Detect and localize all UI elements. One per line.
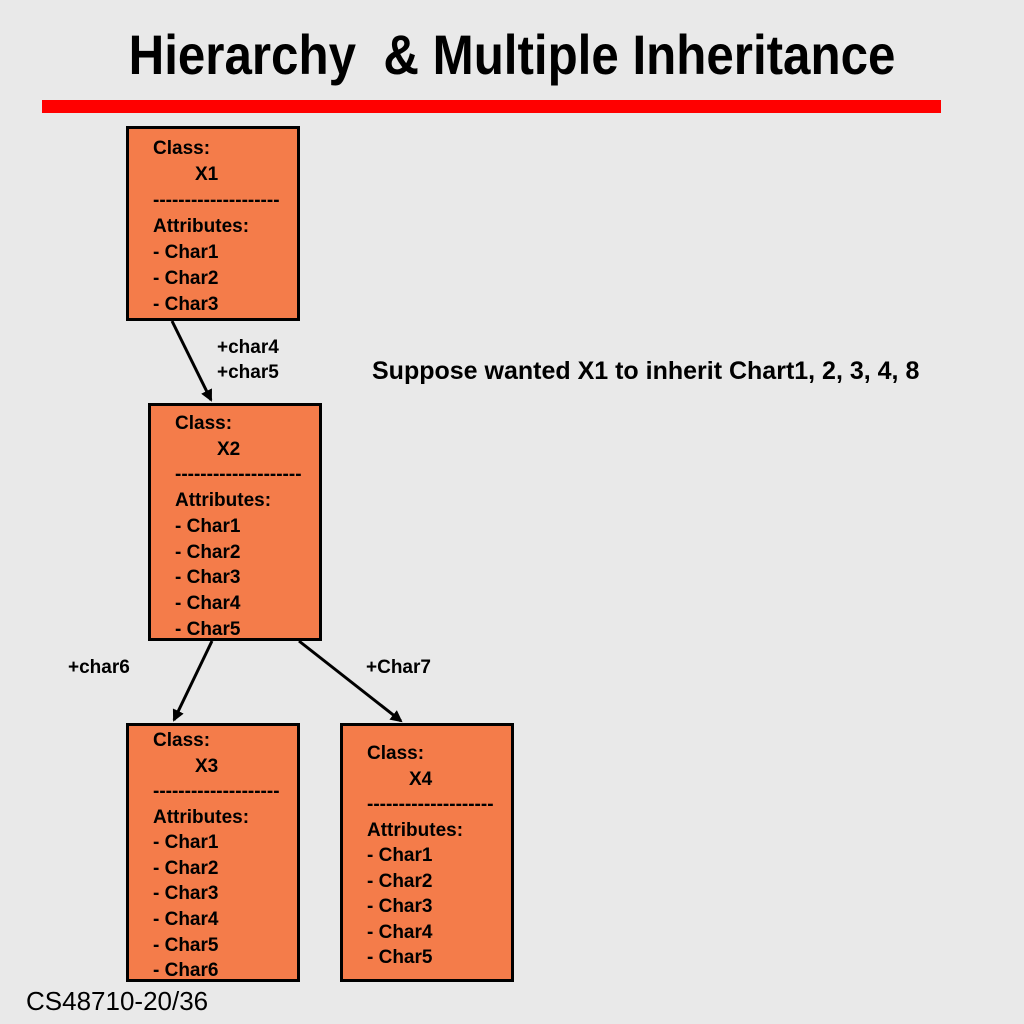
attribute-item: - Char1 — [153, 242, 219, 263]
class-label: Class: — [153, 730, 211, 751]
class-name: X2 — [217, 439, 241, 460]
class-name: X1 — [195, 164, 219, 185]
attribute-item: - Char4 — [153, 909, 219, 930]
edge-label-x2-x3: +char6 — [68, 657, 130, 678]
attribute-item: - Char2 — [153, 268, 219, 289]
attribute-item: - Char2 — [367, 871, 433, 892]
attribute-item: - Char5 — [153, 935, 219, 956]
attribute-item: - Char4 — [175, 593, 241, 614]
attribute-item: - Char6 — [153, 960, 219, 981]
class-name: X3 — [195, 756, 219, 777]
attribute-item: - Char4 — [367, 922, 433, 943]
class-name: X4 — [409, 769, 433, 790]
title-underline — [42, 100, 941, 113]
class-label: Class: — [367, 743, 425, 764]
edge-label-x1-x2: +char4 +char5 — [217, 337, 279, 383]
attribute-item: - Char3 — [153, 883, 219, 904]
class-box-x1[interactable]: Class: X1 -------------------- Attribute… — [126, 126, 300, 321]
separator: -------------------- — [175, 464, 302, 485]
arrow-x2-to-x4 — [298, 639, 403, 723]
class-box-x4[interactable]: Class: X4 -------------------- Attribute… — [340, 723, 514, 982]
class-label: Class: — [153, 138, 211, 159]
slide-title: Hierarchy & Multiple Inheritance — [128, 23, 896, 86]
attribute-item: - Char2 — [153, 858, 219, 879]
slide-footer: CS48710-20/36 — [26, 986, 209, 1016]
attribute-item: - Char3 — [175, 567, 241, 588]
attribute-item: - Char3 — [367, 896, 433, 917]
attribute-item: - Char2 — [175, 542, 241, 563]
attribute-item: - Char1 — [153, 832, 219, 853]
separator: -------------------- — [153, 781, 280, 802]
attribute-item: - Char1 — [367, 845, 433, 866]
attribute-item: - Char3 — [153, 294, 219, 315]
note-text: Suppose wanted X1 to inherit Chart1, 2, … — [372, 357, 920, 385]
class-label: Class: — [175, 413, 233, 434]
attributes-label: Attributes: — [153, 216, 250, 237]
separator: -------------------- — [153, 190, 280, 211]
class-box-x3[interactable]: Class: X3 -------------------- Attribute… — [126, 723, 300, 982]
attributes-label: Attributes: — [367, 820, 464, 841]
separator: -------------------- — [367, 794, 494, 815]
attribute-item: - Char1 — [175, 516, 241, 537]
attribute-item: - Char5 — [175, 619, 241, 640]
attribute-item: - Char5 — [367, 947, 433, 968]
edge-label-x2-x4: +Char7 — [366, 657, 431, 678]
class-box-x2[interactable]: Class: X2 -------------------- Attribute… — [148, 403, 322, 641]
attributes-label: Attributes: — [153, 807, 250, 828]
attributes-label: Attributes: — [175, 490, 272, 511]
arrow-x1-to-x2 — [170, 320, 213, 402]
arrow-x2-to-x3 — [172, 640, 214, 722]
